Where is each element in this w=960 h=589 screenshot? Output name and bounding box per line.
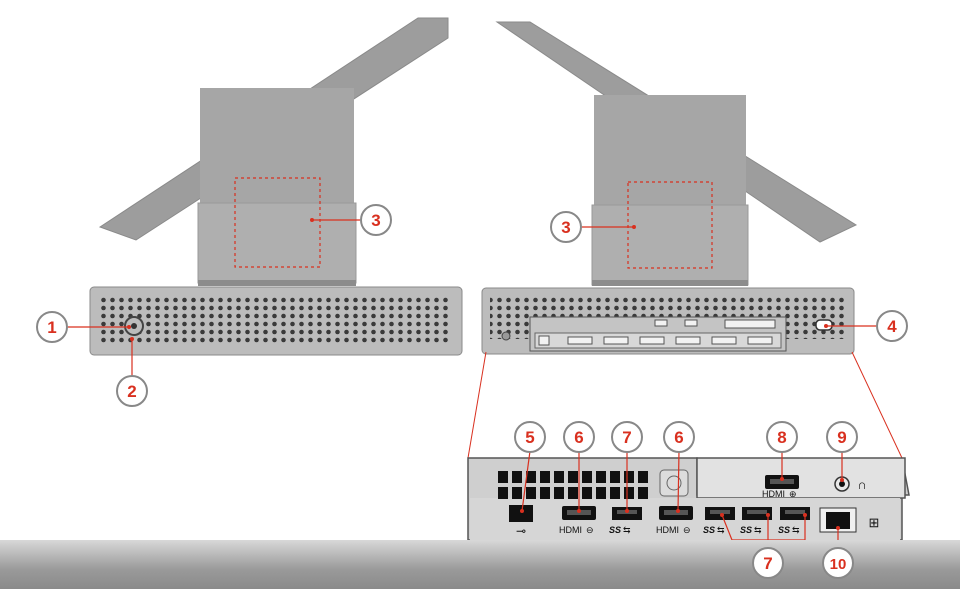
- power-button-icon: [131, 323, 137, 329]
- rear-view: [481, 21, 858, 355]
- front-view: [89, 17, 463, 356]
- callout-10: 10: [822, 547, 854, 579]
- callout-1: 1: [36, 311, 68, 343]
- usb-superspeed-icon: ⇆: [623, 525, 631, 535]
- svg-text:2: 2: [127, 382, 136, 401]
- callout-8: 8: [766, 421, 798, 453]
- detail-screw-cover: [659, 469, 689, 497]
- front-stand-upper: [200, 88, 354, 203]
- callout-9: 9: [826, 421, 858, 453]
- hdmi-in-icon: ⊕: [789, 489, 797, 499]
- port-panel-upper-block: [696, 457, 906, 499]
- usb-1-label: SS: [609, 525, 621, 535]
- callout-5: 5: [514, 421, 546, 453]
- svg-text:9: 9: [837, 428, 846, 447]
- svg-text:5: 5: [525, 428, 534, 447]
- callout-7-second: 7: [752, 547, 784, 579]
- rear-stand-base-edge: [592, 280, 748, 286]
- svg-text:1: 1: [47, 318, 56, 337]
- usb-superspeed-icon: ⇆: [717, 525, 725, 535]
- leader-lines: [68, 218, 876, 540]
- svg-text:4: 4: [887, 317, 897, 336]
- usb-3-label: SS: [740, 525, 752, 535]
- front-internal-module-outline: [234, 177, 321, 268]
- usb-superspeed-icon: ⇆: [792, 525, 800, 535]
- security-lock-slot-icon: [815, 319, 833, 331]
- rear-small-jack: [501, 331, 511, 341]
- svg-text:7: 7: [763, 554, 772, 573]
- svg-text:3: 3: [561, 218, 570, 237]
- device-diagram: ⊸ HDMI ⊖ SS ⇆ HDMI ⊖ SS ⇆ SS ⇆ SS ⇆ ⊞: [36, 17, 910, 540]
- power-connector-icon: ⊸: [516, 524, 526, 538]
- callout-4: 4: [876, 310, 908, 342]
- power-connector-port[interactable]: [509, 505, 533, 522]
- svg-text:10: 10: [830, 556, 847, 573]
- callout-2: 2: [116, 375, 148, 407]
- hdmi-out-icon: ⊖: [586, 525, 594, 535]
- svg-text:7: 7: [622, 428, 631, 447]
- usb-2-label: SS: [703, 525, 715, 535]
- usb-4-label: SS: [778, 525, 790, 535]
- svg-text:8: 8: [777, 428, 786, 447]
- rear-stand-upper: [594, 95, 746, 205]
- svg-text:6: 6: [674, 428, 683, 447]
- hdmi-out-icon: ⊖: [683, 525, 691, 535]
- front-stand-base-edge: [198, 280, 356, 286]
- svg-text:3: 3: [371, 211, 380, 230]
- rear-internal-module-outline: [627, 181, 713, 269]
- rear-mini-ports: [538, 319, 776, 346]
- callout-3-front: 3: [360, 204, 392, 236]
- detail-screw: [666, 475, 682, 491]
- callout-6-second: 6: [663, 421, 695, 453]
- bottom-gradient-bar: [0, 540, 960, 589]
- svg-text:6: 6: [574, 428, 583, 447]
- zoom-guide-right: [851, 351, 903, 459]
- hdmi-out-2-label: HDMI: [656, 525, 679, 535]
- callout-7-first: 7: [611, 421, 643, 453]
- hdmi-out-1-label: HDMI: [559, 525, 582, 535]
- front-stand-lower: [197, 202, 357, 284]
- callout-3-rear: 3: [550, 211, 582, 243]
- hdmi-in-label: HDMI: [762, 489, 785, 499]
- rear-port-panel-detail: ⊸ HDMI ⊖ SS ⇆ HDMI ⊖ SS ⇆ SS ⇆ SS ⇆ ⊞: [467, 457, 910, 540]
- headphone-icon: ∩: [857, 477, 866, 492]
- front-vent-grille: [100, 295, 452, 345]
- detail-vent-blocks: [498, 471, 648, 499]
- callout-6-first: 6: [563, 421, 595, 453]
- ethernet-icon: ⊞: [869, 515, 880, 530]
- usb-superspeed-icon: ⇆: [754, 525, 762, 535]
- zoom-guide-left: [467, 351, 487, 459]
